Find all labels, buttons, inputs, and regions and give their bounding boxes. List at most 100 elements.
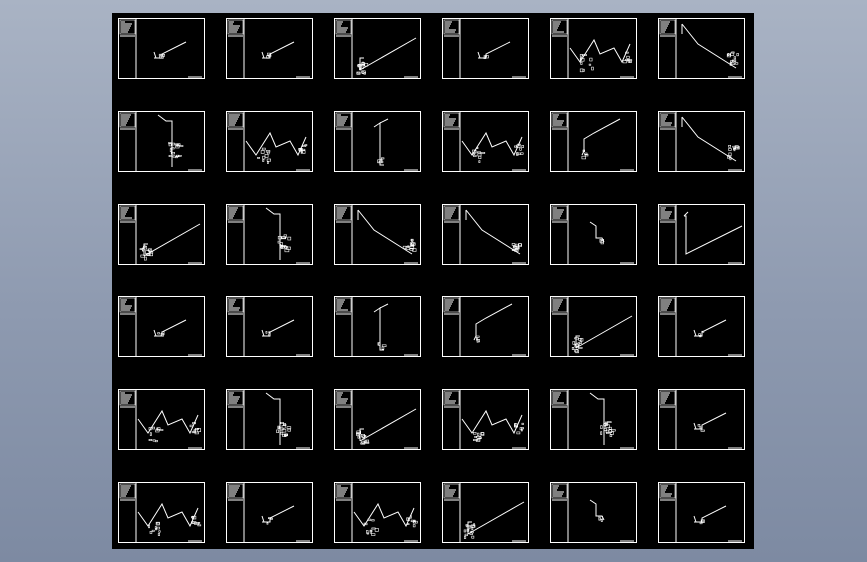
sheet-border [334, 18, 421, 79]
drawing-sheet-thumbnail[interactable] [442, 204, 529, 266]
title-block [443, 483, 460, 501]
piping-isometric-sketch [373, 118, 389, 166]
piping-isometric-sketch [461, 409, 524, 442]
title-block [443, 112, 460, 130]
title-block [443, 390, 460, 408]
drawing-sheet-thumbnail[interactable] [334, 482, 421, 544]
sheet-border [334, 111, 421, 172]
drawing-sheet-thumbnail[interactable] [550, 18, 637, 80]
title-block [227, 205, 244, 223]
sheet-border [118, 204, 205, 265]
title-block [551, 19, 568, 37]
title-block [335, 297, 352, 315]
piping-isometric-sketch [353, 502, 418, 536]
drawing-sheet-thumbnail[interactable] [226, 482, 313, 544]
title-block [227, 19, 244, 37]
drawing-sheet-thumbnail[interactable] [226, 296, 313, 358]
title-block [227, 297, 244, 315]
drawing-sheet-thumbnail[interactable] [226, 204, 313, 266]
sheet-border [658, 482, 745, 543]
sheet-border [118, 18, 205, 79]
drawing-sheet-thumbnail[interactable] [442, 18, 529, 80]
piping-isometric-sketch [153, 41, 187, 59]
title-block [659, 112, 676, 130]
drawing-sheet-thumbnail[interactable] [118, 482, 205, 544]
drawing-sheet-thumbnail[interactable] [334, 204, 421, 266]
sheet-border [226, 204, 313, 265]
drawing-sheet-thumbnail[interactable] [658, 18, 745, 80]
sheet-border [118, 482, 205, 543]
drawing-sheet-thumbnail[interactable] [658, 204, 745, 266]
drawing-sheet-thumbnail[interactable] [226, 111, 313, 173]
drawing-sheet-thumbnail[interactable] [334, 111, 421, 173]
drawing-sheet-thumbnail[interactable] [118, 111, 205, 173]
drawing-sheet-thumbnail[interactable] [442, 296, 529, 358]
title-block [443, 19, 460, 37]
drawing-sheet-thumbnail[interactable] [550, 482, 637, 544]
title-block [227, 390, 244, 408]
piping-isometric-sketch [356, 408, 417, 445]
drawing-sheet-thumbnail[interactable] [658, 111, 745, 173]
drawing-sheet-thumbnail[interactable] [442, 482, 529, 544]
piping-isometric-sketch [683, 211, 743, 255]
title-block [335, 19, 352, 37]
drawing-sheet-thumbnail[interactable] [334, 18, 421, 80]
drawing-sheet-thumbnail[interactable] [334, 389, 421, 451]
sheet-border [118, 389, 205, 450]
sheet-border [226, 18, 313, 79]
piping-isometric-sketch [693, 505, 727, 525]
drawing-sheet-thumbnail[interactable] [226, 18, 313, 80]
sheet-border [118, 111, 205, 172]
title-block [335, 483, 352, 501]
piping-isometric-sketch [265, 207, 292, 260]
piping-isometric-sketch [693, 412, 727, 432]
sheet-border [550, 18, 637, 79]
sheet-border [334, 482, 421, 543]
drawing-sheet-thumbnail[interactable] [550, 111, 637, 173]
piping-isometric-sketch [589, 392, 616, 445]
piping-isometric-sketch [569, 38, 633, 73]
sheet-border [658, 111, 745, 172]
title-block [119, 112, 136, 130]
title-block [443, 205, 460, 223]
sheet-border [550, 482, 637, 543]
title-block [227, 112, 244, 130]
sheet-border [118, 296, 205, 357]
title-block [119, 297, 136, 315]
drawing-sheet-thumbnail[interactable] [226, 389, 313, 451]
piping-isometric-sketch [589, 499, 605, 522]
sheet-border [442, 111, 529, 172]
drawing-sheet-thumbnail[interactable] [550, 296, 637, 358]
sheet-border [550, 296, 637, 357]
drawing-sheet-grid [118, 18, 745, 544]
drawing-sheet-thumbnail[interactable] [658, 389, 745, 451]
drawing-sheet-thumbnail[interactable] [658, 482, 745, 544]
piping-isometric-sketch [589, 221, 605, 245]
drawing-sheet-thumbnail[interactable] [442, 111, 529, 173]
sheet-border [334, 389, 421, 450]
sheet-border [334, 204, 421, 265]
drawing-sheet-thumbnail[interactable] [550, 389, 637, 451]
title-block [227, 483, 244, 501]
piping-isometric-sketch [463, 501, 525, 539]
title-block [551, 483, 568, 501]
title-block [335, 112, 352, 130]
drawing-sheet-thumbnail[interactable] [118, 296, 205, 358]
drawing-sheet-thumbnail[interactable] [442, 389, 529, 451]
title-block [119, 483, 136, 501]
piping-isometric-sketch [261, 505, 295, 525]
drawing-sheet-thumbnail[interactable] [658, 296, 745, 358]
piping-isometric-sketch [373, 303, 389, 351]
sheet-border [550, 389, 637, 450]
model-space-viewport[interactable] [112, 13, 754, 549]
drawing-sheet-thumbnail[interactable] [118, 18, 205, 80]
drawing-sheet-thumbnail[interactable] [334, 296, 421, 358]
piping-isometric-sketch [261, 319, 295, 337]
title-block [659, 19, 676, 37]
drawing-sheet-thumbnail[interactable] [118, 389, 205, 451]
piping-isometric-sketch [245, 131, 308, 164]
piping-isometric-sketch [681, 116, 740, 162]
drawing-sheet-thumbnail[interactable] [118, 204, 205, 266]
piping-isometric-sketch [157, 114, 184, 167]
drawing-sheet-thumbnail[interactable] [550, 204, 637, 266]
